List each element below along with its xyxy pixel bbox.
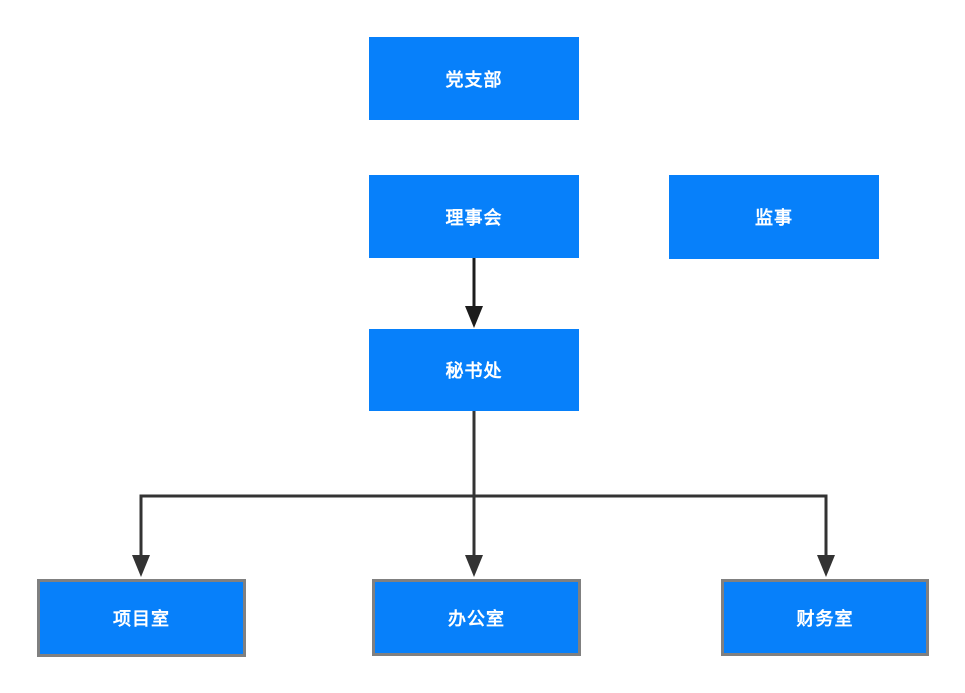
node-project-office: 项目室 [37, 579, 246, 657]
node-council: 理事会 [369, 175, 579, 258]
node-supervisor: 监事 [669, 175, 879, 259]
node-finance-office: 财务室 [721, 579, 929, 656]
edge-branch-rail [139, 494, 828, 558]
arrowhead-down-icon [465, 555, 483, 577]
edge-council-secretariat [465, 258, 483, 328]
node-supervisor-label: 监事 [755, 208, 793, 228]
arrowhead-down-icon [132, 555, 150, 577]
node-finance-office-label: 财务室 [796, 608, 854, 629]
node-general-office: 办公室 [372, 579, 581, 656]
node-secretariat-label: 秘书处 [445, 361, 503, 381]
edge-secretariat-children [132, 411, 835, 577]
arrowhead-down-icon [465, 306, 483, 328]
node-party-branch-label: 党支部 [445, 69, 503, 90]
node-party-branch: 党支部 [369, 37, 579, 120]
node-project-office-label: 项目室 [113, 609, 170, 629]
arrowhead-down-icon [817, 555, 835, 577]
node-council-label: 理事会 [445, 207, 503, 228]
node-secretariat: 秘书处 [369, 329, 579, 411]
node-general-office-label: 办公室 [448, 608, 505, 629]
